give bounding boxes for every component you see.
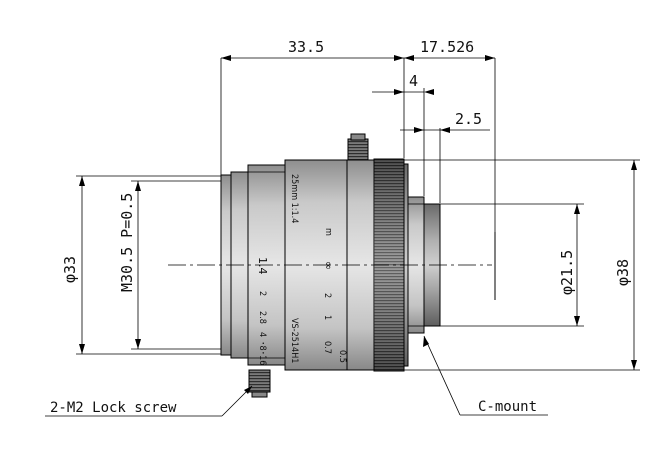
distance-1: 1	[322, 315, 332, 320]
dim-mount-step: 2.5	[455, 110, 482, 128]
dim-mount-diameter: φ21.5	[558, 250, 576, 295]
c-mount-label: C-mount	[478, 399, 537, 415]
bottom-screw-cap	[251, 391, 268, 398]
dim-mount-depth: 4	[409, 72, 418, 90]
aperture-8-16: ･8･16	[257, 341, 267, 365]
model-mark: VS-2514H1	[289, 318, 299, 363]
dim-overall-length: 33.5	[288, 38, 324, 56]
distance-2: 2	[322, 293, 332, 298]
dim-filter-thread: M30.5 P=0.5	[118, 193, 136, 292]
focal-ratio-mark: 25mm 1:1.4	[289, 174, 299, 223]
top-lock-screw	[347, 138, 369, 161]
aperture-2-8: 2.8	[257, 311, 267, 324]
dim-outer-diameter: φ33	[61, 256, 79, 283]
bottom-lock-screw	[248, 369, 271, 393]
dim-flange-back: 17.526	[420, 38, 474, 56]
arrowheads	[79, 55, 637, 394]
lens-body: 25mm 1:1.4 m ∞ 1.4 2 2.8 4 ･8･16 2 1 0.7…	[220, 133, 441, 398]
infinity-mark: ∞	[322, 261, 335, 270]
aperture-1-4: 1.4	[256, 257, 269, 275]
aperture-2: 2	[257, 291, 267, 296]
lock-screw-label: 2-M2 Lock screw	[50, 400, 177, 416]
distance-0-5: 0.5	[337, 350, 347, 363]
top-screw-cap	[350, 133, 366, 141]
distance-unit-mark: m	[323, 228, 333, 236]
dimension-lines	[45, 57, 640, 417]
dim-max-diameter: φ38	[614, 259, 632, 286]
distance-0-7: 0.7	[322, 341, 332, 354]
aperture-4: 4	[257, 332, 267, 337]
